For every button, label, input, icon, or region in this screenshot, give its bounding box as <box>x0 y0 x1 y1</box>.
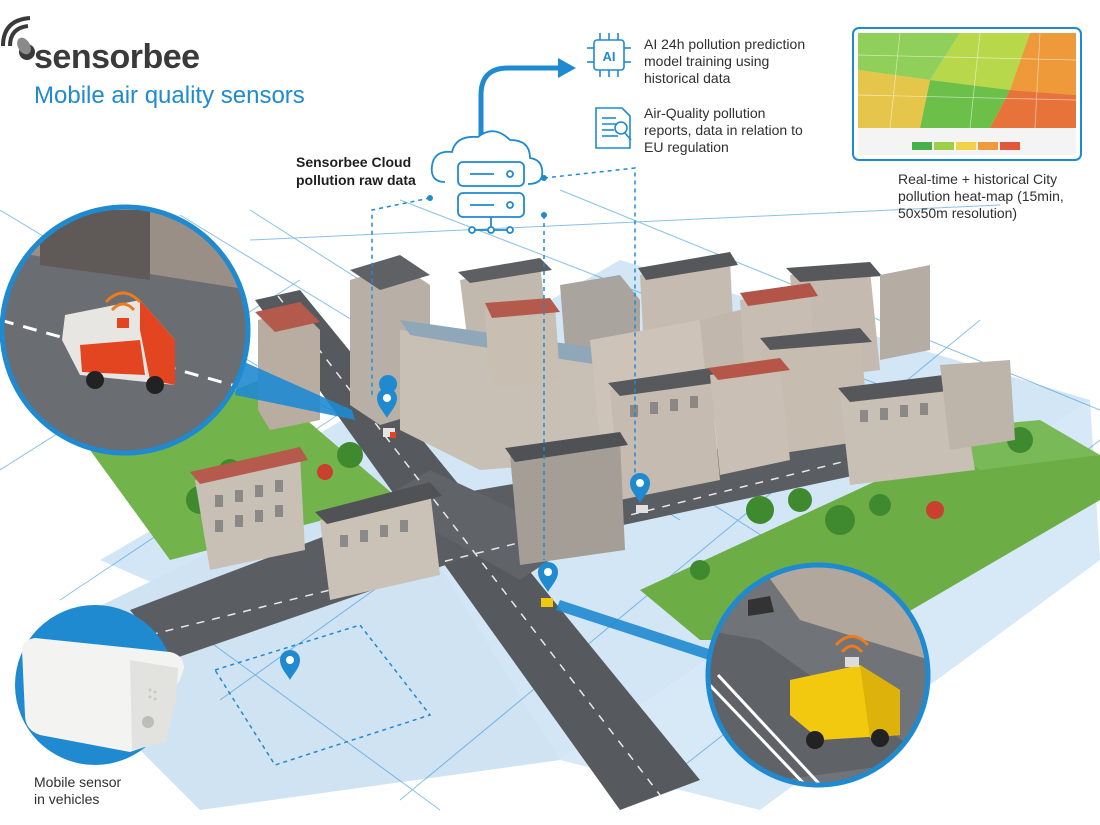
ai-chip-text: AI <box>603 49 616 64</box>
cloud-label: Sensorbee Cloud pollution raw data <box>296 153 416 189</box>
map-pins <box>280 388 650 680</box>
cloud-server-icon <box>430 130 544 234</box>
brand-tagline: Mobile air quality sensors <box>34 82 305 109</box>
report-icon <box>595 107 632 149</box>
ai-caption-line3: historical data <box>644 70 731 86</box>
buildings <box>190 252 1015 600</box>
dashed-area <box>213 624 432 766</box>
report-caption-line1: Air-Quality pollution <box>644 105 766 121</box>
ai-chip-icon <box>587 33 631 77</box>
heatmap-caption-line1: Real-time + historical City <box>898 171 1058 187</box>
sensor-caption-line1: Mobile sensor <box>34 774 122 790</box>
small-vehicles <box>383 428 648 607</box>
heatmap-caption-line3: 50x50m resolution) <box>898 205 1018 221</box>
heatmap-caption-line2: pollution heat-map (15min, <box>898 188 1064 204</box>
arrow-head <box>558 58 576 78</box>
zoom-circle-right <box>556 562 931 788</box>
report-caption-line2: reports, data in relation to <box>644 122 803 138</box>
ai-caption-line1: AI 24h pollution prediction <box>644 36 806 52</box>
sensor-caption-line2: in vehicles <box>34 791 100 807</box>
ai-caption-line2: model training using <box>644 53 770 69</box>
ai-prediction-caption: AI 24h pollution prediction model traini… <box>644 36 844 87</box>
cloud-label-line2: pollution raw data <box>296 172 416 188</box>
sensorbee-logo-icon <box>1 16 35 60</box>
report-caption: Air-Quality pollution reports, data in r… <box>644 105 844 156</box>
cloud-label-line1: Sensorbee Cloud <box>296 154 412 170</box>
brand-name: sensorbee <box>34 38 200 76</box>
report-caption-line3: EU regulation <box>644 139 729 155</box>
heatmap-thumbnail <box>852 27 1082 161</box>
zoom-circle-left <box>0 204 355 456</box>
heatmap-caption: Real-time + historical City pollution he… <box>898 171 1098 222</box>
sensor-device-circle <box>15 605 184 765</box>
flow-arrow <box>478 65 560 138</box>
connector-lines <box>371 167 636 560</box>
sensor-caption: Mobile sensor in vehicles <box>34 774 194 808</box>
